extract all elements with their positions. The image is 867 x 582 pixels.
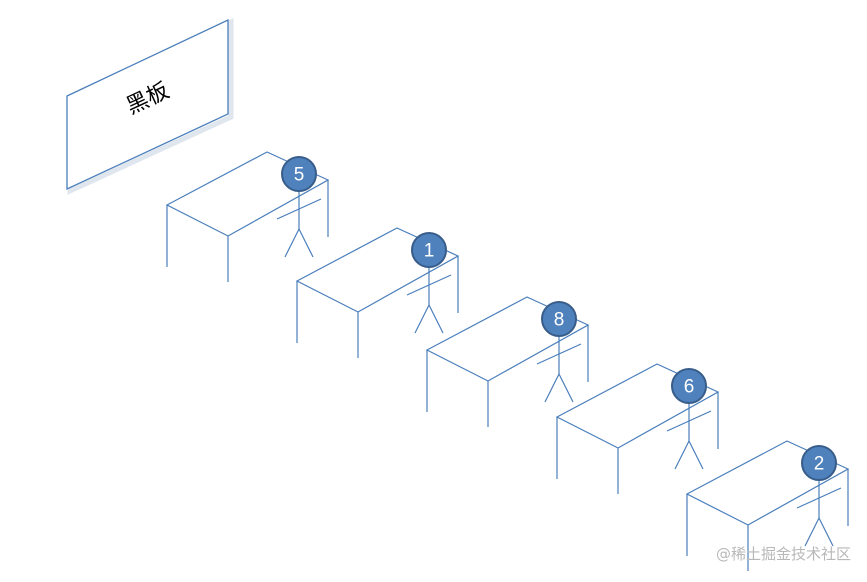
desk-row: 5 1 8 6 2 — [165, 151, 850, 571]
student-number: 5 — [294, 165, 305, 186]
figure-leg — [414, 304, 430, 334]
figure-arms — [666, 410, 712, 432]
student-desk: 5 — [165, 151, 330, 282]
figure-arms — [276, 198, 322, 220]
figure-leg — [818, 517, 834, 547]
desk — [295, 227, 460, 358]
student-head — [411, 232, 447, 268]
student-desk: 6 — [555, 363, 720, 494]
blackboard: 黑板 — [66, 18, 234, 195]
stick-figure: 8 — [536, 301, 582, 403]
student-head — [281, 156, 317, 192]
desk — [555, 363, 720, 494]
stick-figure: 6 — [666, 368, 712, 470]
desk — [425, 296, 590, 427]
student-number: 1 — [424, 241, 435, 262]
student-head — [801, 445, 837, 481]
figure-arms — [406, 274, 452, 296]
student-number: 8 — [554, 310, 565, 331]
stick-figure: 2 — [796, 445, 842, 547]
desk — [165, 151, 330, 282]
desk — [685, 440, 850, 571]
figure-leg — [298, 228, 314, 258]
figure-leg — [428, 304, 444, 334]
student-number: 2 — [814, 454, 825, 475]
student-head — [541, 301, 577, 337]
blackboard-panel — [66, 18, 229, 191]
figure-arms — [536, 343, 582, 365]
student-head — [671, 368, 707, 404]
figure-leg — [804, 517, 820, 547]
figure-arms — [796, 487, 842, 509]
figure-leg — [284, 228, 300, 258]
student-desk: 2 — [685, 440, 850, 571]
stick-figure: 1 — [406, 232, 452, 334]
student-desk: 1 — [295, 227, 460, 358]
watermark: @稀土掘金技术社区 — [715, 545, 851, 563]
stick-figure: 5 — [276, 156, 322, 258]
figure-leg — [558, 373, 574, 403]
figure-leg — [674, 440, 690, 470]
student-desk: 8 — [425, 296, 590, 427]
figure-leg — [688, 440, 704, 470]
figure-leg — [544, 373, 560, 403]
student-number: 6 — [684, 377, 695, 398]
